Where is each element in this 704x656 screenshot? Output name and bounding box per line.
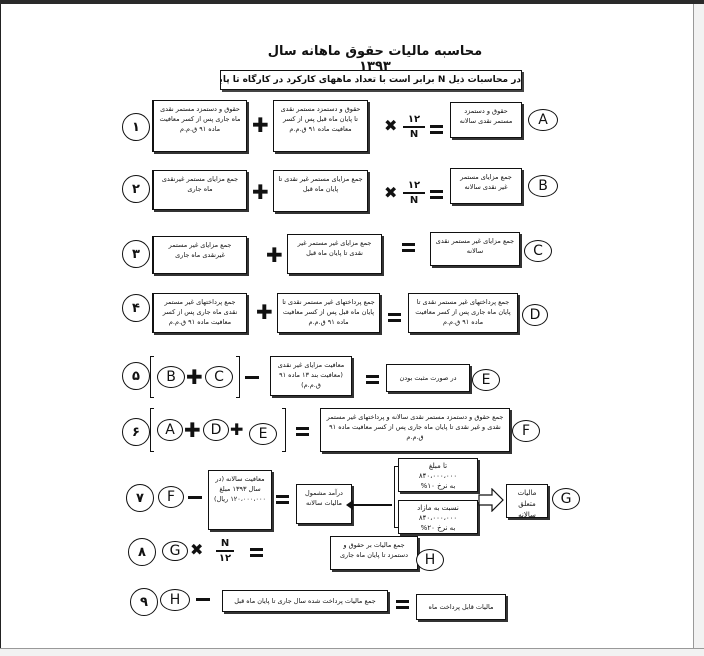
row2-right-box: جمع مزایای مستمر غیر نقدی سالانه xyxy=(450,168,522,204)
fraction-denominator: N xyxy=(409,194,419,206)
minus-icon xyxy=(245,376,259,379)
arrow-right-icon xyxy=(478,488,504,512)
tier1-label: تا مبلغ xyxy=(428,462,448,470)
equals-icon xyxy=(396,600,409,609)
tier-bracket xyxy=(394,466,398,528)
plus-icon: ✚ xyxy=(266,243,283,267)
fraction-denominator: N xyxy=(409,128,419,140)
fraction-numerator: N xyxy=(220,538,230,549)
equals-icon xyxy=(430,125,443,134)
minus-icon xyxy=(196,598,210,601)
row8-box: جمع مالیات بر حقوق و دستمزد تا پایان ماه… xyxy=(330,536,418,570)
row1-right-box: حقوق و دستمزد مستمر نقدی سالانه xyxy=(450,102,522,138)
row-number-9: ۹ xyxy=(130,588,158,616)
plus-icon: ✚ xyxy=(252,180,269,204)
plus-icon: ✚ xyxy=(252,113,269,137)
row-number-8: ۸ xyxy=(128,538,156,566)
fraction-numerator: ۱۲ xyxy=(407,180,421,191)
tier2-rate: به نرخ ۲۰% xyxy=(420,523,456,532)
row3-left-box: جمع مزایای غیر مستمر غیرنقدی ماه جاری xyxy=(152,236,247,274)
plus-icon: ✚ xyxy=(230,420,244,439)
row5-right-box: در صورت مثبت بودن xyxy=(386,364,470,392)
row-number-6: ۶ xyxy=(122,418,150,446)
row-number-1: ۱ xyxy=(122,113,150,141)
label-f: F xyxy=(158,486,184,508)
label-c: C xyxy=(524,240,552,262)
plus-icon: ✚ xyxy=(256,300,273,324)
label-g: G xyxy=(162,541,188,561)
subtitle-box: در محاسبات ذیل N برابر است با تعداد ماهه… xyxy=(220,70,522,90)
label-e: E xyxy=(249,423,277,445)
row7-tax-box: مالیات متعلق سالانه xyxy=(506,484,548,518)
fraction-denominator: ۱۲ xyxy=(218,552,232,564)
row9-result-box: مالیات قابل پرداخت ماه جاری xyxy=(416,594,506,620)
bracket-open xyxy=(150,408,154,452)
row-number-2: ۲ xyxy=(122,175,150,203)
tier1-rate: به نرخ ۱۰% xyxy=(420,481,456,490)
fraction-n-over-12: N ۱۲ xyxy=(216,538,234,564)
row4-right-box: جمع پرداختهای غیر مستمر نقدی تا پایان ما… xyxy=(408,293,518,333)
row6-right-box: جمع حقوق و دستمزد مستمر نقدی سالانه و پر… xyxy=(320,408,510,452)
row4-left-box: جمع پرداختهای غیر مستمر نقدی ماه جاری پس… xyxy=(152,293,247,333)
equals-icon xyxy=(276,495,289,504)
minus-icon xyxy=(188,496,202,499)
plus-icon: ✚ xyxy=(186,365,203,389)
tier2-label: نسبت به مازاد xyxy=(417,504,459,512)
row-number-3: ۳ xyxy=(122,240,150,268)
row-number-5: ۵ xyxy=(122,362,150,390)
label-d: D xyxy=(203,419,229,441)
label-g: G xyxy=(552,488,580,510)
row1-left-box: حقوق و دستمزد مستمر نقدی ماه جاری پس از … xyxy=(152,100,247,152)
bracket-close xyxy=(236,356,240,398)
row4-mid-box: جمع پرداختهای غیر مستمر نقدی تا پایان ما… xyxy=(277,293,380,333)
equals-icon xyxy=(430,190,443,199)
equals-icon xyxy=(296,427,309,436)
row1-mid-box: حقوق و دستمزد مستمر نقدی تا پایان ماه قب… xyxy=(273,100,368,152)
equals-icon xyxy=(402,243,415,252)
arrow-left-icon xyxy=(346,501,392,509)
row-number-7: ۷ xyxy=(126,484,154,512)
label-f: F xyxy=(512,420,540,442)
label-h: H xyxy=(160,589,190,611)
label-b: B xyxy=(528,175,558,197)
plus-icon: ✚ xyxy=(184,418,201,442)
equals-icon xyxy=(388,313,401,322)
multiply-icon: ✖ xyxy=(384,183,398,202)
label-d: D xyxy=(522,304,548,326)
equals-icon xyxy=(250,548,263,557)
top-border xyxy=(0,0,704,4)
label-b: B xyxy=(157,366,185,388)
label-e: E xyxy=(472,369,500,391)
scan-margin-bottom xyxy=(0,648,704,656)
scan-margin-right xyxy=(693,4,704,655)
row-number-4: ۴ xyxy=(122,294,150,322)
label-a: A xyxy=(157,419,183,441)
bracket-open xyxy=(150,356,154,398)
tier1-amount: ۸۴۰،۰۰۰،۰۰۰ xyxy=(418,471,458,480)
row7-exempt-box: معافیت سالانه (در سال ۱۳۹۳ مبلغ ۱۲۰،۰۰۰،… xyxy=(208,470,272,530)
row7-income-box: درآمد مشمول مالیات سالانه xyxy=(296,484,352,524)
bracket-close xyxy=(282,408,286,452)
row5-mid-box: معافیت مزایای غیر نقدی (معافیت بند ۱۳ ما… xyxy=(270,356,352,396)
row3-mid-box: جمع مزایای غیر مستمر غیر نقدی تا پایان م… xyxy=(287,234,382,274)
label-h: H xyxy=(416,549,444,571)
multiply-icon: ✖ xyxy=(190,540,204,559)
label-a: A xyxy=(528,109,558,131)
row2-left-box: جمع مزایای مستمر غیرنقدی ماه جاری xyxy=(152,170,247,210)
row2-mid-box: جمع مزایای مستمر غیر نقدی تا پایان ماه ق… xyxy=(273,170,368,212)
equals-icon xyxy=(366,375,379,384)
row9-box: جمع مالیات پرداخت شده سال جاری تا پایان … xyxy=(222,590,388,612)
row3-right-box: جمع مزایای غیر مستمر نقدی سالانه xyxy=(430,232,520,266)
multiply-icon: ✖ xyxy=(384,116,398,135)
fraction-numerator: ۱۲ xyxy=(407,114,421,125)
label-c: C xyxy=(205,366,233,388)
tier2-amount: ۸۴۰،۰۰۰،۰۰۰ xyxy=(418,513,458,522)
